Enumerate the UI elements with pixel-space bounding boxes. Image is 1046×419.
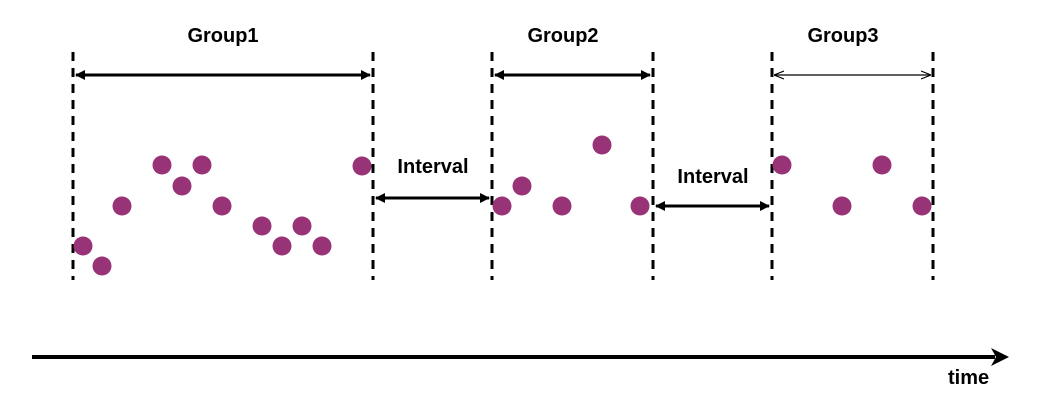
group1-label: Group1 (187, 25, 258, 47)
data-point (152, 155, 172, 175)
data-point (312, 236, 332, 256)
data-point (272, 236, 292, 256)
data-point (92, 256, 112, 276)
data-point (630, 196, 650, 216)
data-points (73, 135, 932, 276)
group2-label: Group2 (527, 25, 598, 47)
interval1-label: Interval (397, 156, 468, 178)
data-point (492, 196, 512, 216)
data-point (552, 196, 572, 216)
data-point (912, 196, 932, 216)
data-point (872, 155, 892, 175)
interval2-label: Interval (677, 166, 748, 188)
data-point (832, 196, 852, 216)
data-point (212, 196, 232, 216)
data-point (592, 135, 612, 155)
data-point (772, 155, 792, 175)
data-point (512, 176, 532, 196)
data-point (192, 155, 212, 175)
group3-label: Group3 (807, 25, 878, 47)
time-axis-label: time (948, 367, 989, 389)
data-point (252, 216, 272, 236)
data-point (292, 216, 312, 236)
data-point (352, 156, 372, 176)
data-point (172, 176, 192, 196)
data-point (73, 236, 93, 256)
group-boundaries (71, 52, 935, 280)
data-point (112, 196, 132, 216)
